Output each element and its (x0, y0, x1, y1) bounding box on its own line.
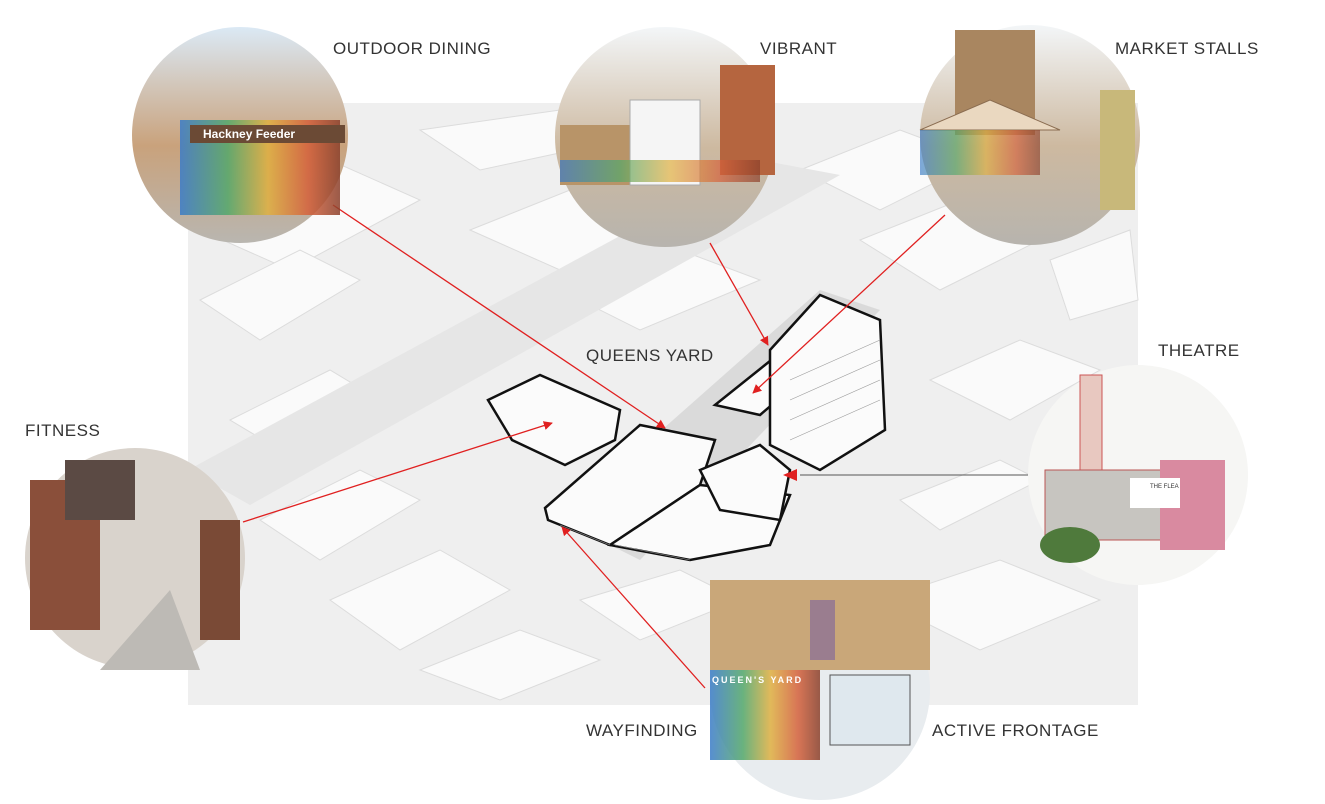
vignette-outdoor-dining: Hackney Feeder (132, 27, 348, 243)
vignette-active-frontage: QUEEN'S YARD (710, 580, 930, 800)
label-market-stalls: MARKET STALLS (1115, 39, 1259, 58)
label-vibrant: VIBRANT (760, 39, 838, 58)
label-wayfinding: WAYFINDING (586, 721, 698, 740)
leader-wayfinding (561, 526, 706, 689)
vignette-vibrant (555, 27, 775, 247)
queens-yard-buildings (486, 293, 887, 562)
leader-fitness (242, 421, 553, 523)
label-active-frontage: ACTIVE FRONTAGE (932, 721, 1099, 740)
facade-lines (559, 339, 881, 561)
label-outdoor-dining: OUTDOOR DINING (333, 39, 492, 58)
leader-vibrant (709, 242, 769, 346)
label-fitness: FITNESS (25, 421, 101, 440)
vignette-market-stalls (919, 25, 1140, 245)
leader-lines (242, 204, 946, 689)
label-theatre: THEATRE (1158, 341, 1240, 360)
svg-text:THE FLEA: THE FLEA (1150, 484, 1179, 490)
svg-text:QUEEN'S YARD: QUEEN'S YARD (712, 675, 803, 685)
vignette-theatre: THE FLEA (1028, 365, 1248, 585)
leader-outdoor-dining (332, 204, 666, 429)
svg-text:Hackney Feeder: Hackney Feeder (203, 127, 295, 141)
vignette-fitness (25, 448, 245, 670)
label-queens-yard: QUEENS YARD (586, 346, 714, 365)
leader-theatre-arrowhead (783, 469, 797, 481)
leader-market-stalls (752, 214, 946, 394)
